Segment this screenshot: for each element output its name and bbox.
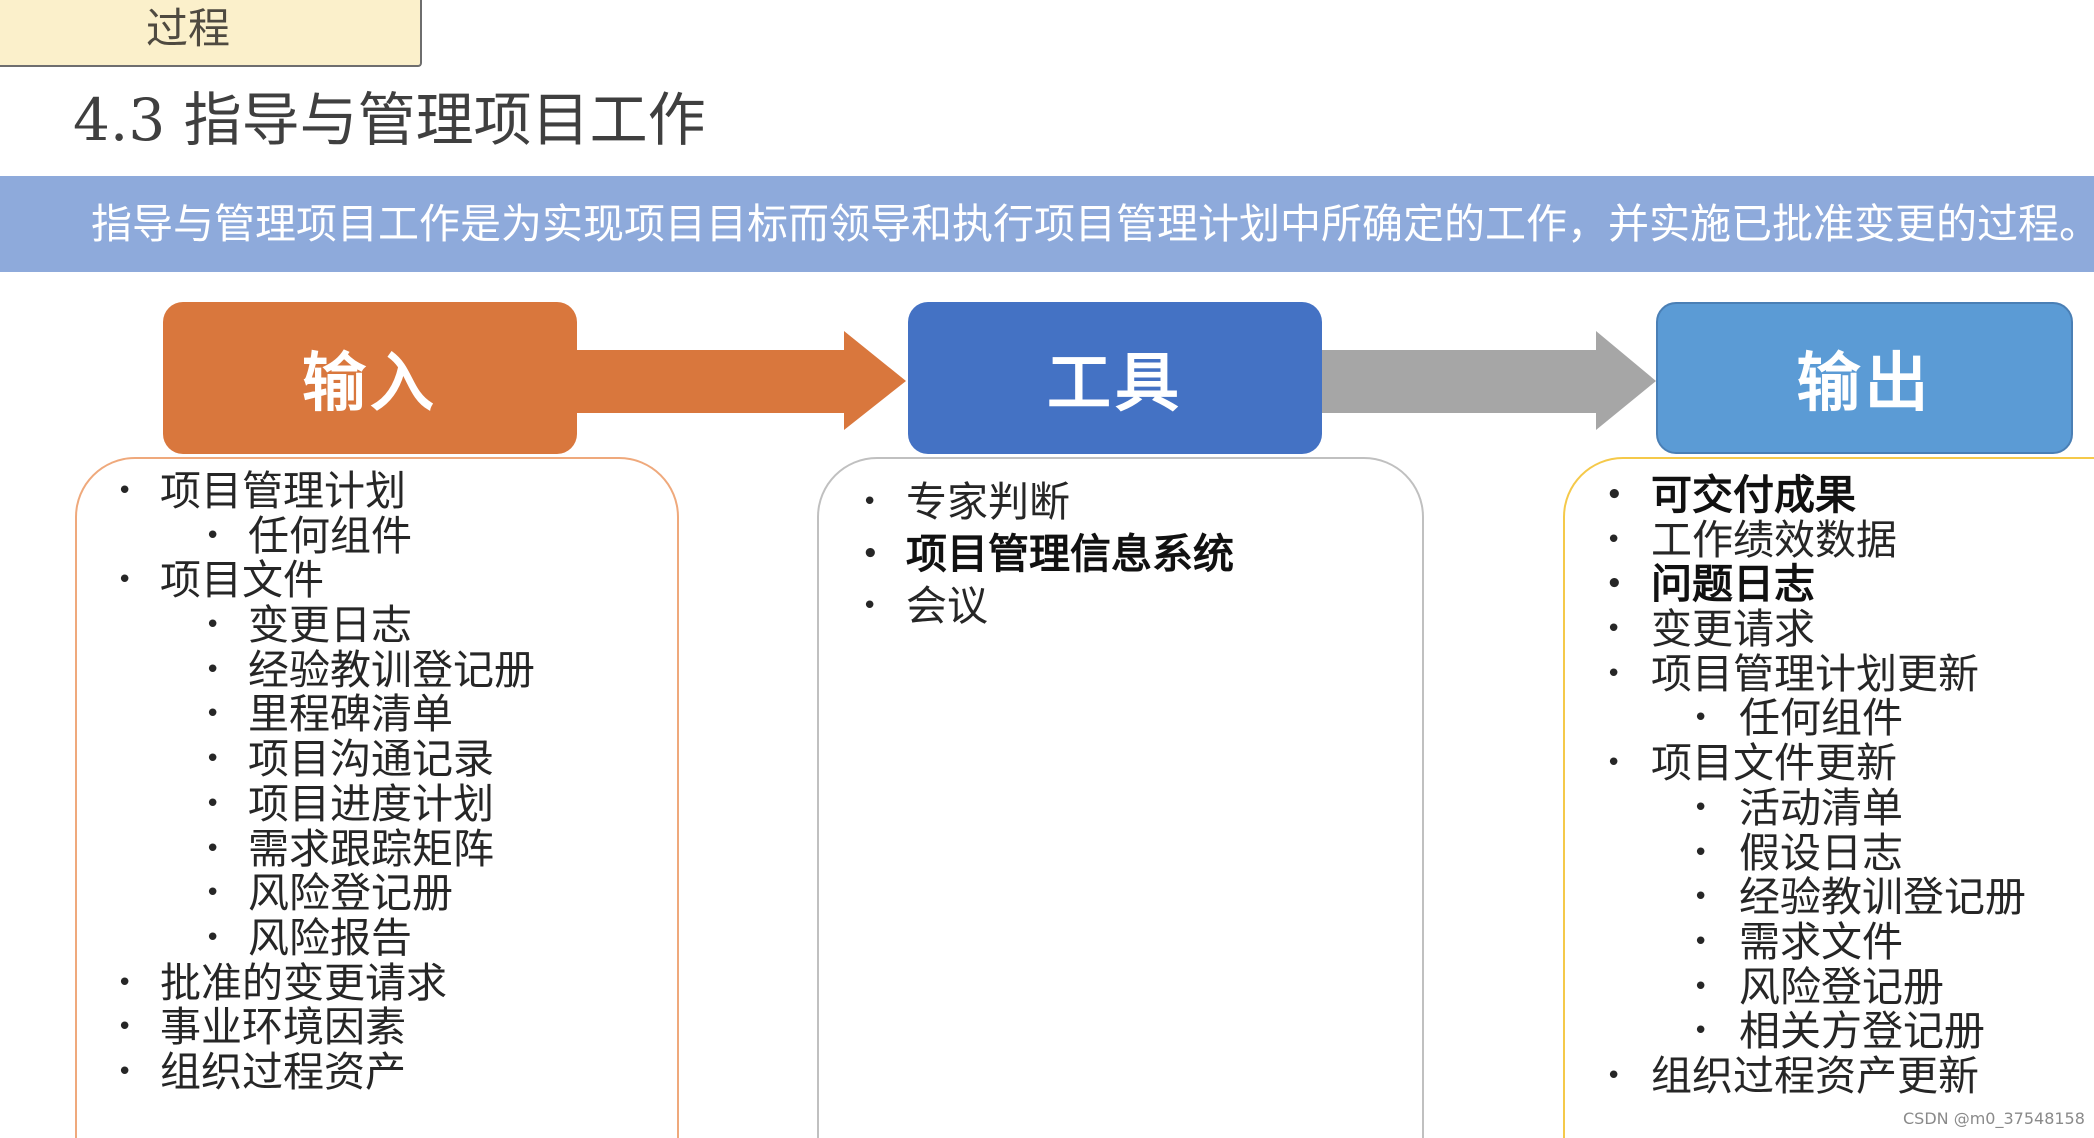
inputs-list: 项目管理计划 任何组件 项目文件 变更日志 经验教训登记册 里程碑清单 项目沟通… — [77, 469, 677, 1095]
tools-header-label: 工具 — [1047, 347, 1183, 421]
list-item: 事业环境因素 — [77, 1005, 677, 1050]
list-subitem: 风险报告 — [77, 916, 677, 961]
outputs-header-label: 输出 — [1796, 347, 1933, 421]
definition-banner: 指导与管理项目工作是为实现项目目标而领导和执行项目管理计划中所确定的工作，并实施… — [0, 176, 2094, 272]
process-tag: 过程 — [0, 0, 422, 67]
list-subitem: 风险登记册 — [1565, 964, 2094, 1010]
list-item: 组织过程资产更新 — [1565, 1054, 2094, 1099]
list-subitem: 经验教训登记册 — [1565, 875, 2094, 920]
list-item: 会议 — [819, 580, 1422, 632]
page-title: 4.3 指导与管理项目工作 — [73, 86, 706, 154]
list-subitem: 任何组件 — [1565, 696, 2094, 741]
list-item: 工作绩效数据 — [1565, 517, 2094, 563]
list-subitem: 假设日志 — [1565, 830, 2094, 876]
tools-header: 工具 — [908, 302, 1322, 454]
list-subitem: 相关方登记册 — [1565, 1009, 2094, 1054]
list-item: 组织过程资产 — [77, 1050, 677, 1095]
list-subitem: 经验教训登记册 — [77, 648, 677, 693]
tools-list: 专家判断 项目管理信息系统 会议 — [819, 476, 1422, 632]
list-subitem: 变更日志 — [77, 603, 677, 648]
inputs-to-tools-arrow — [570, 331, 906, 430]
inputs-panel: 项目管理计划 任何组件 项目文件 变更日志 经验教训登记册 里程碑清单 项目沟通… — [75, 457, 679, 1138]
watermark: CSDN @m0_37548158 — [1903, 1109, 2085, 1128]
list-item: 问题日志 — [1565, 562, 2094, 607]
list-item: 批准的变更请求 — [77, 960, 677, 1006]
process-tag-label: 过程 — [146, 4, 231, 53]
list-item: 专家判断 — [819, 476, 1422, 528]
list-subitem: 任何组件 — [77, 513, 677, 559]
list-item: 变更请求 — [1565, 607, 2094, 652]
outputs-header: 输出 — [1656, 302, 2073, 454]
list-item: 项目管理计划更新 — [1565, 652, 2094, 697]
tools-to-outputs-arrow — [1315, 331, 1656, 430]
list-subitem: 风险登记册 — [77, 871, 677, 916]
list-item: 可交付成果 — [1565, 473, 2094, 518]
tools-panel: 专家判断 项目管理信息系统 会议 — [817, 457, 1424, 1138]
definition-text: 指导与管理项目工作是为实现项目目标而领导和执行项目管理计划中所确定的工作，并实施… — [91, 200, 2094, 248]
list-subitem: 需求跟踪矩阵 — [77, 826, 677, 872]
outputs-list: 可交付成果 工作绩效数据 问题日志 变更请求 项目管理计划更新 任何组件 项目文… — [1565, 473, 2094, 1099]
list-subitem: 项目进度计划 — [77, 782, 677, 827]
list-item: 项目文件更新 — [1565, 741, 2094, 786]
inputs-header: 输入 — [163, 302, 577, 454]
list-subitem: 项目沟通记录 — [77, 737, 677, 782]
list-subitem: 里程碑清单 — [77, 692, 677, 737]
inputs-header-label: 输入 — [302, 347, 438, 421]
list-item: 项目管理计划 — [77, 469, 677, 514]
list-item: 项目管理信息系统 — [819, 528, 1422, 580]
list-subitem: 需求文件 — [1565, 920, 2094, 965]
list-item: 项目文件 — [77, 558, 677, 603]
outputs-panel: 可交付成果 工作绩效数据 问题日志 变更请求 项目管理计划更新 任何组件 项目文… — [1563, 457, 2094, 1138]
list-subitem: 活动清单 — [1565, 786, 2094, 831]
